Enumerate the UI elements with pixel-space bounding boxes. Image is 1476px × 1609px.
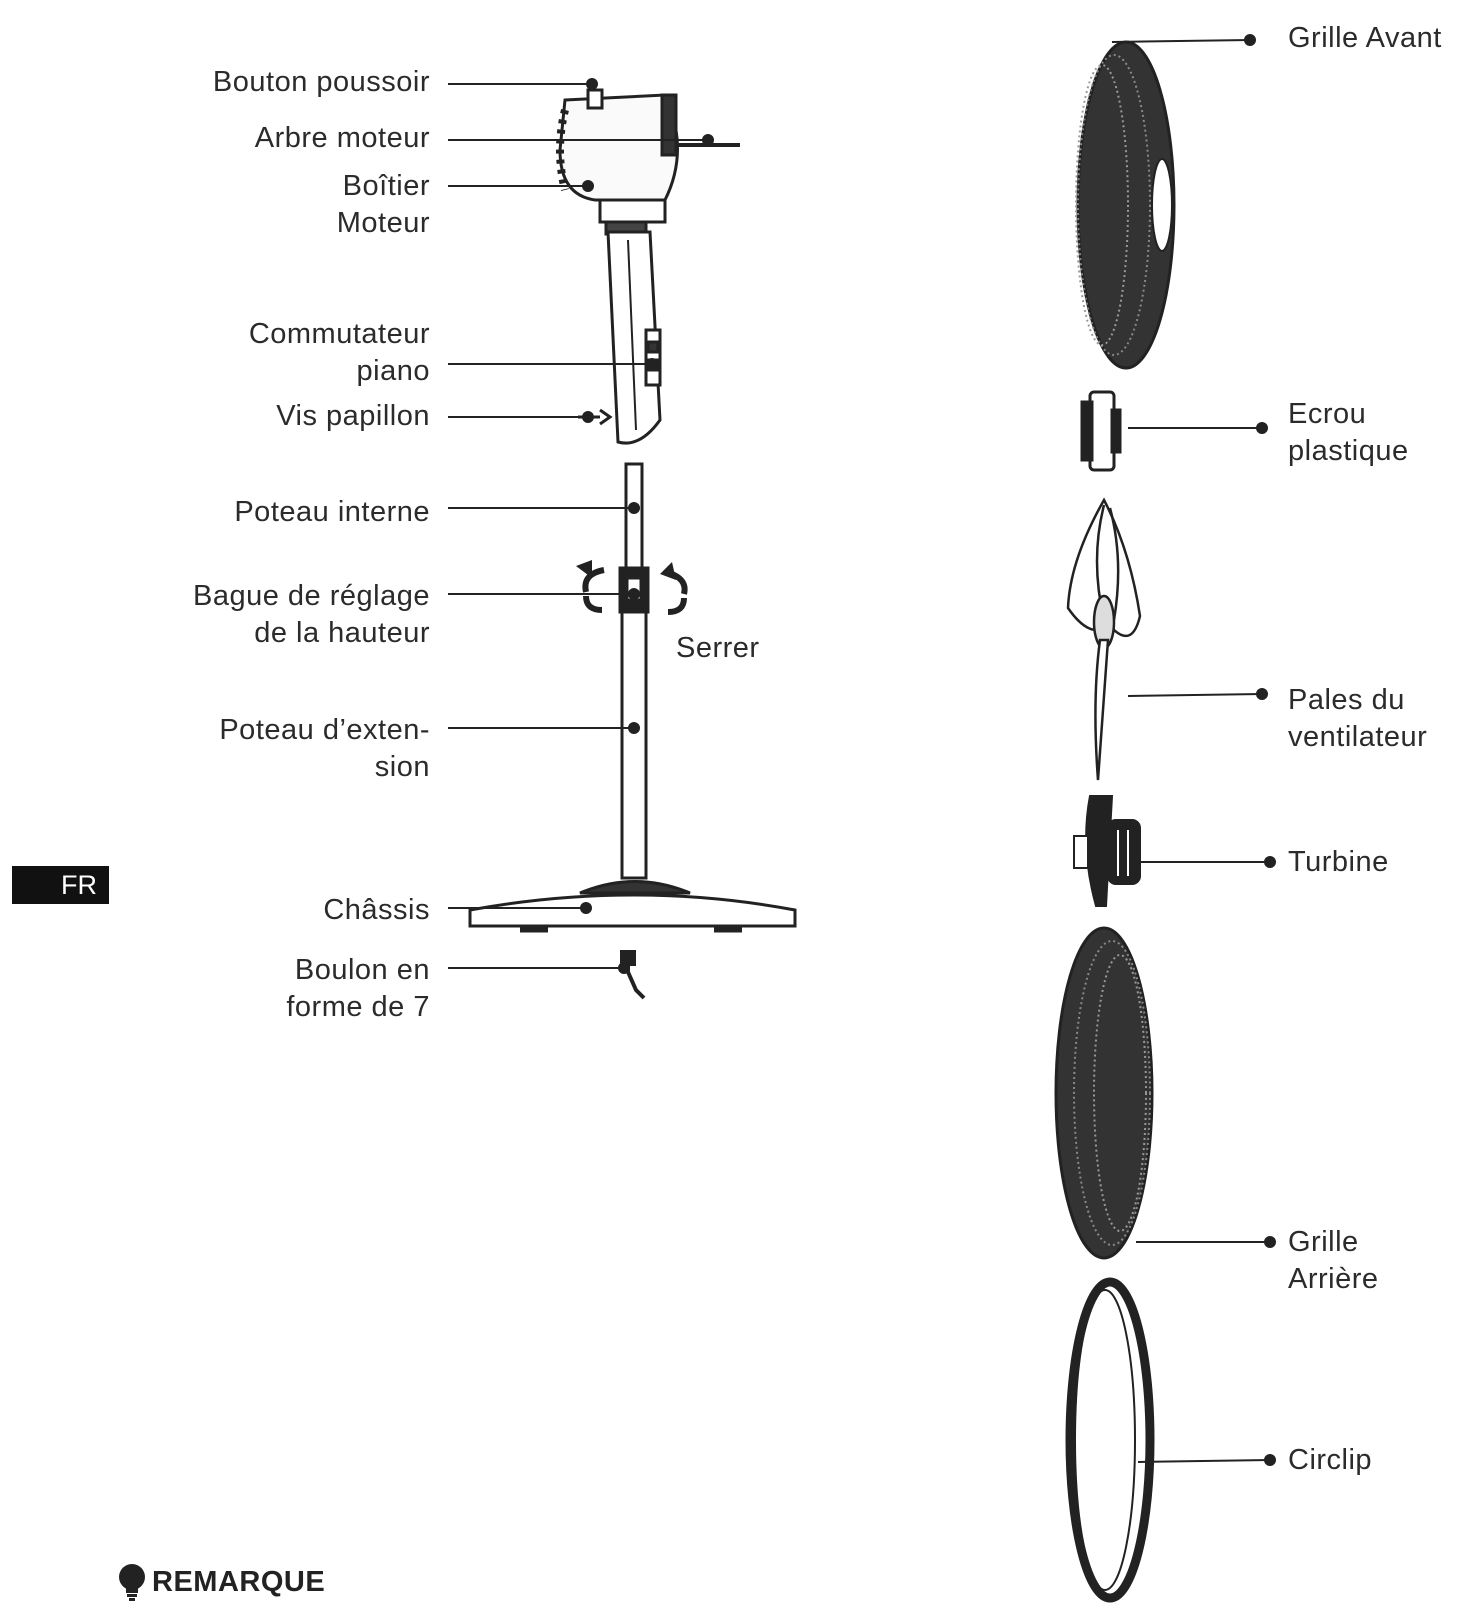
poles: [618, 462, 650, 880]
label-line: Ecrou: [1288, 398, 1367, 430]
label-poteau-extension: Poteau d’exten- sion: [219, 712, 430, 786]
label-turbine: Turbine: [1288, 844, 1389, 881]
label-line: Turbine: [1288, 846, 1389, 878]
label-boitier-moteur: Boîtier Moteur: [337, 168, 430, 242]
label-grille-arriere: Grille Arrière: [1288, 1224, 1379, 1298]
label-line: Bague de réglage: [193, 580, 430, 612]
label-grille-avant: Grille Avant: [1288, 20, 1442, 57]
label-chassis: Châssis: [323, 892, 430, 929]
plastic-nut: [1080, 390, 1122, 472]
language-tab: FR: [12, 866, 109, 904]
left-leader-lines: [448, 78, 714, 974]
label-line: Poteau interne: [234, 496, 430, 528]
label-arbre-moteur: Arbre moteur: [255, 120, 430, 157]
label-line: Arbre moteur: [254, 122, 430, 154]
turbine: [1073, 795, 1141, 907]
label-ecrou-plastique: Ecrou plastique: [1288, 396, 1409, 470]
right-leader-lines: [1111, 34, 1276, 1466]
note-heading: REMARQUE: [118, 1562, 325, 1602]
label-line: Commutateur: [248, 318, 430, 350]
rear-grille: [1054, 926, 1154, 1260]
label-line: Poteau d’exten-: [219, 714, 430, 746]
label-line: Grille: [1288, 1226, 1359, 1258]
label-line: Boulon en: [294, 954, 430, 986]
label-vis-papillon: Vis papillon: [276, 398, 430, 435]
note-title: REMARQUE: [152, 1565, 326, 1598]
fan-neck: [578, 230, 662, 445]
label-line: plastique: [1288, 435, 1409, 467]
label-line: Vis papillon: [276, 400, 430, 432]
label-line: Circlip: [1288, 1444, 1373, 1476]
label-line: sion: [374, 751, 430, 783]
label-line: piano: [356, 355, 430, 387]
label-line: Arrière: [1288, 1263, 1379, 1295]
label-circlip: Circlip: [1288, 1442, 1372, 1479]
label-line: Serrer: [676, 632, 760, 664]
label-line: Moteur: [336, 207, 430, 239]
label-line: Châssis: [323, 894, 430, 926]
label-pales-ventilateur: Pales du ventilateur: [1288, 682, 1427, 756]
label-line: Bouton poussoir: [212, 66, 430, 98]
front-grille: [1075, 40, 1176, 370]
label-serrer: Serrer: [676, 630, 760, 667]
label-line: Pales du: [1288, 684, 1405, 716]
label-line: forme de 7: [286, 991, 430, 1023]
label-line: Grille Avant: [1288, 22, 1442, 54]
label-line: de la hauteur: [254, 617, 430, 649]
seven-bolt: [620, 950, 646, 1000]
label-poteau-interne: Poteau interne: [234, 494, 430, 531]
label-line: ventilateur: [1288, 721, 1428, 753]
label-bague-reglage: Bague de réglage de la hauteur: [193, 578, 430, 652]
motor-housing: [556, 88, 740, 236]
rotate-arrows-icon: [576, 560, 688, 615]
label-bouton-poussoir: Bouton poussoir: [213, 64, 430, 101]
fan-blades: [1066, 497, 1142, 781]
circlip: [1065, 1277, 1155, 1603]
label-boulon: Boulon en forme de 7: [286, 952, 430, 1026]
lightbulb-icon: [119, 1564, 145, 1601]
label-line: Boîtier: [342, 170, 430, 202]
label-commutateur-piano: Commutateur piano: [249, 316, 430, 390]
base-chassis: [468, 880, 797, 933]
